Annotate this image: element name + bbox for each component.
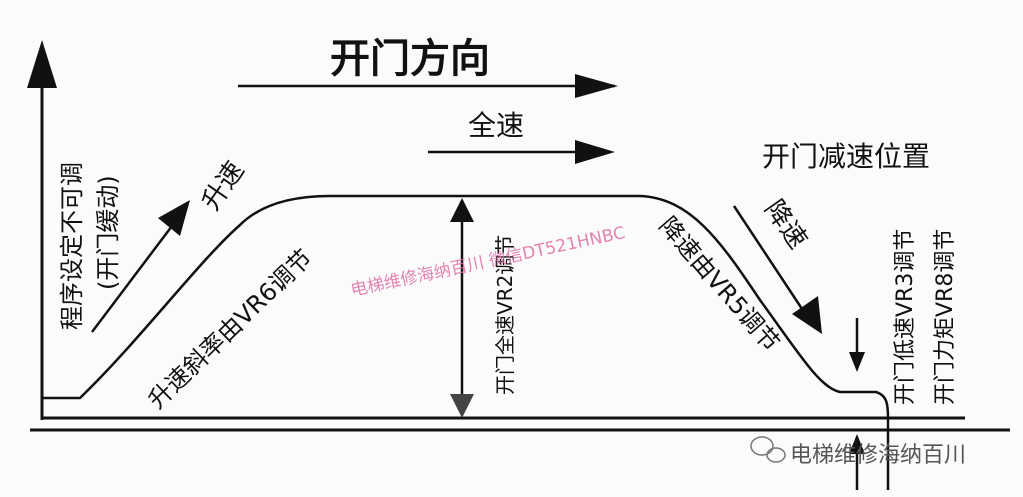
corner-watermark: 电梯维修海纳百川 xyxy=(790,443,966,468)
decel-adj-label: 降速由VR5调节 xyxy=(653,212,785,357)
door-jog-label: (开门缓动) xyxy=(94,175,122,290)
vr2-arrowhead-top xyxy=(450,198,474,222)
full-speed-adj-label: 开门全速VR2调节 xyxy=(493,235,517,395)
speed-curve xyxy=(42,194,890,490)
vr2-arrowhead-bottom xyxy=(450,394,474,418)
low-speed-adj-label: 开门低速VR3调节 xyxy=(893,229,918,405)
low-speed-arrowhead-bottom xyxy=(849,434,865,454)
full-speed-label: 全速 xyxy=(468,109,524,142)
door-decel-position-label: 开门减速位置 xyxy=(762,140,930,173)
diagram-title: 开门方向 xyxy=(330,36,490,82)
wechat-icon xyxy=(750,436,786,463)
decelerate-arrowhead xyxy=(792,296,822,334)
center-watermark: 电梯维修海纳百川 微信DT521HNBC xyxy=(349,223,627,301)
torque-adj-label: 开门力矩VR8调节 xyxy=(933,229,958,405)
decelerate-label: 降速 xyxy=(758,195,812,255)
accelerate-label: 升速 xyxy=(196,156,250,216)
accelerate-arrowhead xyxy=(158,200,190,236)
accelerate-arrow xyxy=(91,217,179,333)
decelerate-arrow xyxy=(732,205,810,319)
vertical-axis-arrowhead xyxy=(27,40,57,88)
low-speed-arrowhead-top xyxy=(849,352,865,372)
full-speed-arrowhead xyxy=(575,140,615,164)
accel-slope-label: 升速斜率由VR6调节 xyxy=(143,244,318,414)
program-adjustable-label: 程序设定不可调 xyxy=(58,162,86,330)
door-direction-arrowhead xyxy=(575,74,618,98)
